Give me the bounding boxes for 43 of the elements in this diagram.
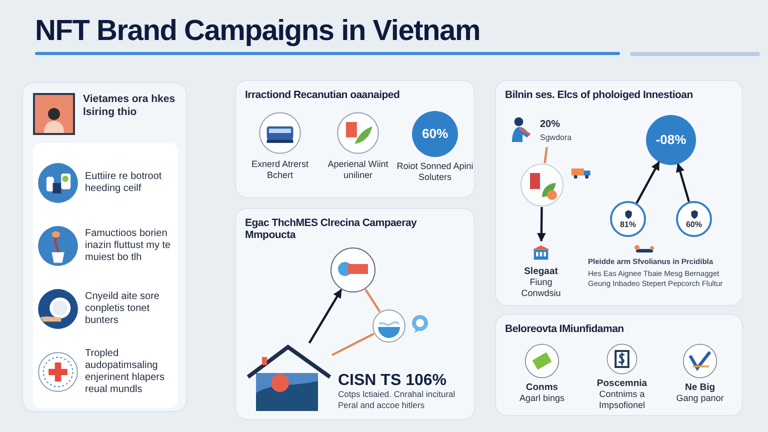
page-title: NFT Brand Campaigns in Vietnam [35, 14, 480, 49]
item-name: Conms [526, 382, 558, 393]
wave-icon-drawing [372, 309, 406, 343]
connector-line [544, 146, 548, 164]
caption-text: Roiot Sonned Apini Soluters [396, 161, 474, 183]
panel [495, 314, 743, 416]
caption-text: Sgwdora [540, 132, 572, 144]
stat-value: 60% [686, 220, 702, 229]
house-drawing [246, 343, 332, 411]
caption-text: Gang panor [676, 393, 724, 404]
stat-heading: CISN TS 106% [338, 371, 448, 390]
caption-text: Contnims a Impsofionel [598, 389, 646, 411]
item-text: Cnyeild aite sore conpletis tonet bunters [85, 291, 160, 327]
item-name: Ne Big [684, 382, 716, 393]
panel [495, 80, 743, 306]
arrow [636, 161, 660, 204]
stat-value: 20% [540, 118, 562, 132]
item-text: Famuctioos borien inazin fluttust my te muiest bo tlh [85, 228, 172, 264]
stat-value: 81% [620, 220, 636, 229]
item-name: Slegaat [524, 266, 558, 277]
connector-line [364, 288, 381, 312]
caption-text: Agarl bings [519, 393, 565, 404]
side-panel [22, 82, 187, 412]
panel-title: Beloreovta IMiunfidaman [505, 323, 625, 335]
arrow [676, 163, 690, 202]
chat-badge-drawing [330, 247, 376, 293]
panel-title: Irractiond Recanutian oaanaiped [245, 89, 401, 101]
description-text: Cotps lctiaied. Cnrahal incitural Peral and accoe hitlers [338, 389, 456, 411]
panel-title: Vietames ora hkes lsiring thio [83, 93, 176, 119]
panel-title: Egac ThchMES Clrecina Campaeray Mmpoucta [245, 217, 418, 241]
caption-text: Exnerd Atrerst Bchert [250, 159, 310, 181]
arrow [537, 206, 546, 242]
panel [235, 80, 475, 198]
caption-text: Fiung Conwdsiu [520, 277, 562, 299]
document-leaf-drawing [520, 163, 564, 207]
item-text: Euttiire re botroot heeding ceilf [85, 171, 163, 195]
arrow [308, 288, 342, 344]
panel [235, 208, 475, 420]
connector-line [332, 332, 374, 356]
item-text: Tropled audopatimsaling enjerinent hlapers reual mundls [85, 348, 166, 396]
item-name: Poscemnia [596, 378, 648, 389]
caption-text: Aperienal Wiint uniliner [326, 159, 390, 181]
panel-title: Bilnin ses. Elcs of pholoiged Innestioan [505, 89, 694, 101]
